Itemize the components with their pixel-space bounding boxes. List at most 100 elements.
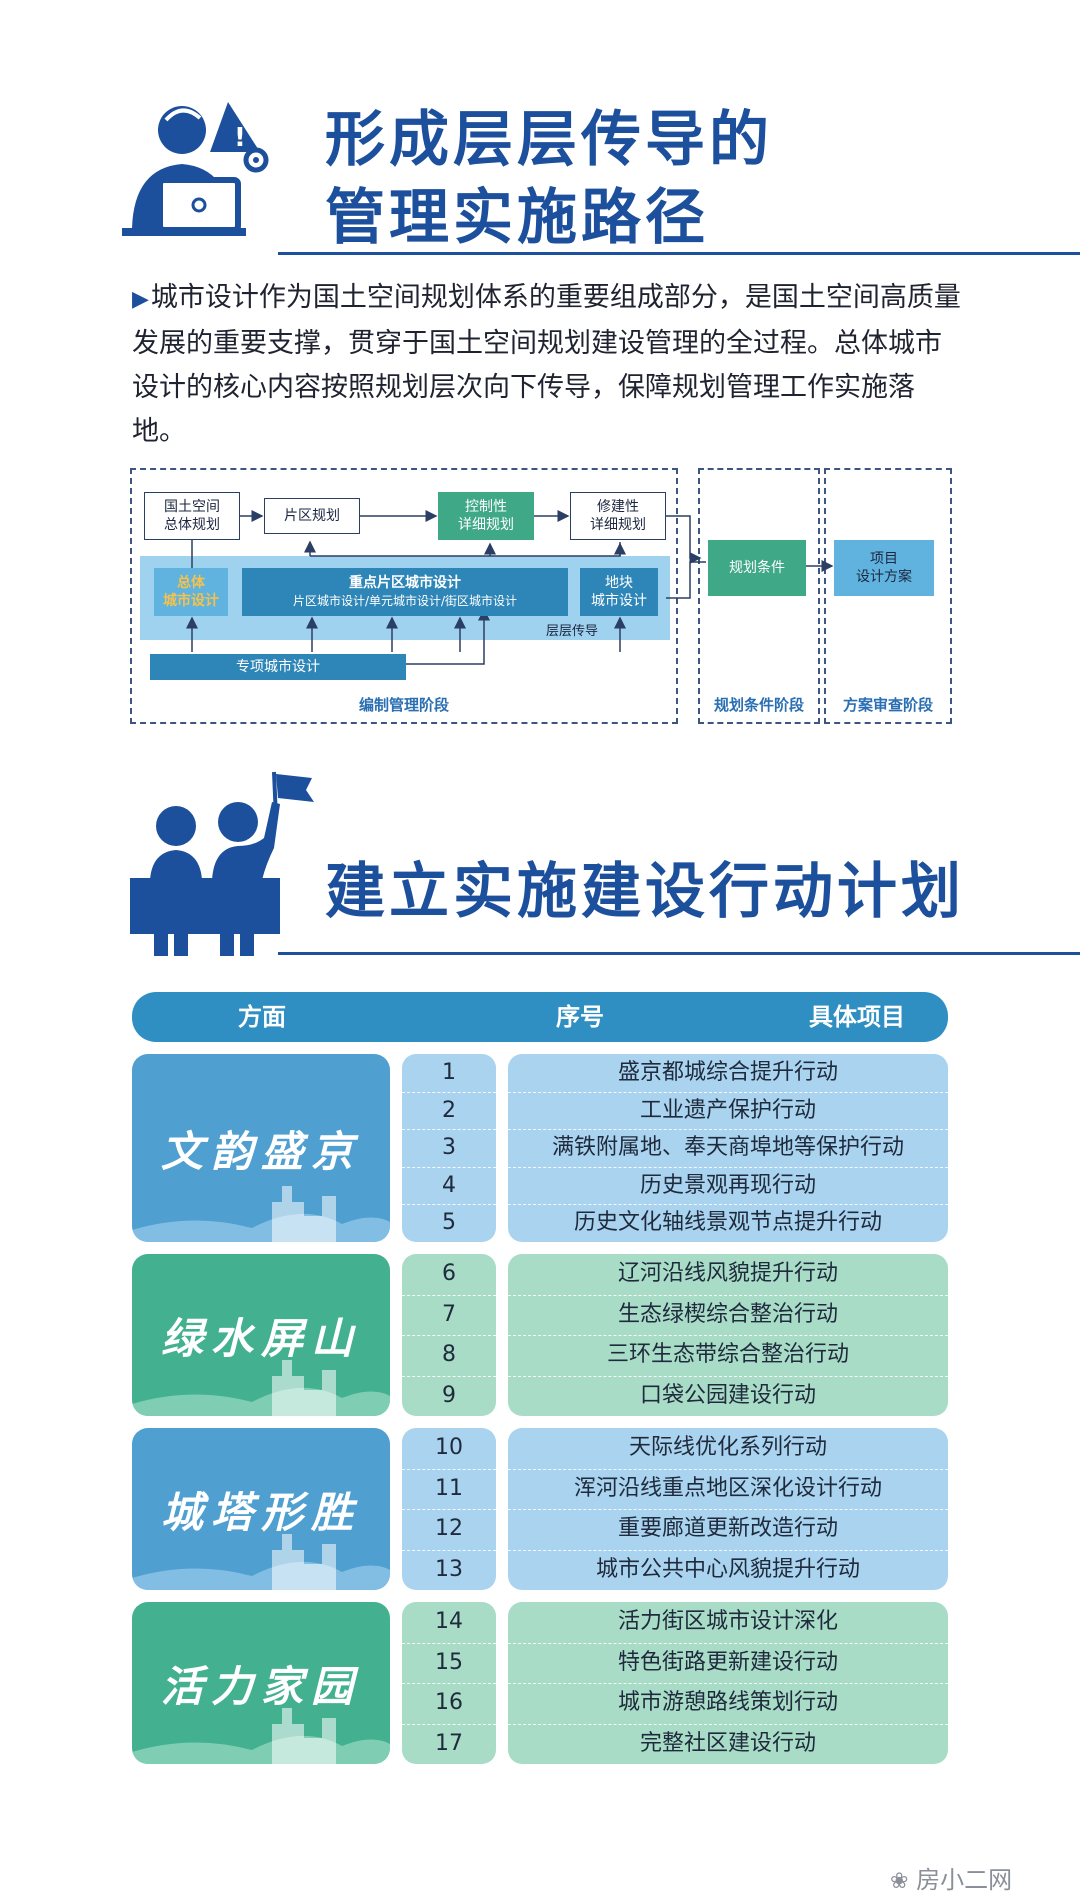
row-separator	[508, 1204, 948, 1206]
stage-compile-frame	[130, 468, 678, 724]
group-card: 文韵盛京	[132, 1054, 390, 1242]
svg-text:!: !	[234, 123, 246, 153]
box-construct-plan: 修建性详细规划	[570, 492, 666, 540]
item-project: 城市公共中心风貌提升行动	[595, 1556, 860, 1582]
group-name: 文韵盛京	[160, 1127, 361, 1176]
item-project: 浑河沿线重点地区深化设计行动	[573, 1475, 882, 1501]
stage-review-label: 方案审查阶段	[842, 696, 933, 714]
item-number: 17	[435, 1730, 463, 1756]
row-separator	[402, 1129, 496, 1131]
item-project: 历史文化轴线景观节点提升行动	[573, 1210, 882, 1236]
skyline-decoration	[132, 1186, 390, 1242]
item-project: 三环生态带综合整治行动	[606, 1342, 849, 1367]
item-number: 1	[442, 1060, 456, 1085]
number-column: 1 2 3 4 5	[402, 1054, 496, 1242]
section1-rule	[278, 252, 1080, 255]
project-column: 天际线优化系列行动浑河沿线重点地区深化设计行动重要廊道更新改造行动城市公共中心风…	[508, 1428, 948, 1590]
item-number: 15	[435, 1649, 463, 1675]
stage-compile-label: 编制管理阶段	[358, 696, 449, 714]
item-project: 口袋公园建设行动	[639, 1382, 816, 1408]
item-project: 活力街区城市设计深化	[617, 1609, 838, 1634]
item-number: 8	[442, 1342, 456, 1367]
group-card: 城塔形胜	[132, 1428, 390, 1590]
item-number: 7	[442, 1301, 456, 1327]
stage-conditions-frame	[698, 468, 820, 724]
item-number: 2	[442, 1097, 456, 1123]
group-card: 活力家园	[132, 1602, 390, 1764]
row-separator	[402, 1549, 496, 1551]
flow-diagram: 国土空间总体规划 片区规划 控制性详细规划 修建性详细规划 总体城市设计 重点片…	[0, 0, 1080, 724]
item-number: 6	[442, 1261, 456, 1286]
worker-laptop-icon: !	[122, 98, 272, 238]
number-column: 14 15 16 17	[402, 1602, 496, 1764]
item-number: 16	[435, 1690, 463, 1715]
item-project: 历史景观再现行动	[639, 1172, 816, 1198]
row-separator	[508, 1129, 948, 1131]
item-project: 特色街路更新建设行动	[617, 1649, 838, 1675]
row-separator	[402, 1335, 496, 1336]
header-number: 序号	[556, 1003, 604, 1031]
row-separator	[402, 1294, 496, 1296]
box-overall-design: 总体城市设计	[154, 568, 228, 616]
row-separator	[508, 1294, 948, 1296]
section2-rule	[278, 952, 1080, 955]
group-name: 绿水屏山	[160, 1314, 361, 1363]
wechat-icon: ❀	[890, 1869, 909, 1894]
box-planning-conditions: 规划条件	[708, 540, 806, 596]
row-separator	[508, 1166, 948, 1168]
row-separator	[508, 1642, 948, 1644]
stage-review-frame	[824, 468, 952, 724]
row-separator	[402, 1204, 496, 1206]
band-label: 层层传导	[546, 624, 599, 639]
item-project: 完整社区建设行动	[639, 1730, 816, 1756]
skyline-decoration	[132, 1360, 390, 1416]
item-number: 11	[435, 1475, 463, 1501]
box-national-plan: 国土空间总体规划	[144, 492, 240, 540]
item-project: 城市游憩路线策划行动	[617, 1690, 838, 1715]
item-number: 14	[435, 1609, 463, 1634]
row-separator	[508, 1335, 948, 1336]
item-number: 13	[435, 1556, 463, 1582]
item-project: 天际线优化系列行动	[628, 1435, 827, 1460]
header-aspect: 方面	[238, 1003, 286, 1031]
section1-paragraph: ▶城市设计作为国土空间规划体系的重要组成部分，是国土空间高质量发展的重要支撑，贯…	[132, 276, 962, 454]
item-number: 12	[435, 1516, 463, 1541]
row-separator	[402, 1723, 496, 1725]
section1-title-line1: 形成层层传导的	[325, 105, 773, 175]
group-name: 城塔形胜	[160, 1488, 361, 1537]
bullet-triangle-icon: ▶	[132, 287, 149, 312]
item-number: 9	[442, 1382, 456, 1408]
table-header: 方面 序号 具体项目	[132, 992, 948, 1042]
row-separator	[508, 1509, 948, 1510]
row-separator	[402, 1642, 496, 1644]
skyline-decoration	[132, 1708, 390, 1764]
item-project: 盛京都城综合提升行动	[617, 1060, 838, 1085]
number-column: 10 11 12 13	[402, 1428, 496, 1590]
number-column: 6 7 8 9	[402, 1254, 496, 1416]
box-key-district-design: 重点片区城市设计片区城市设计/单元城市设计/街区城市设计	[242, 568, 568, 616]
row-separator	[508, 1468, 948, 1470]
row-separator	[402, 1509, 496, 1510]
item-number: 5	[442, 1210, 456, 1236]
item-project: 生态绿楔综合整治行动	[617, 1301, 838, 1327]
item-number: 3	[442, 1135, 456, 1161]
row-separator	[508, 1683, 948, 1684]
item-number: 4	[442, 1172, 456, 1198]
box-district-plan: 片区规划	[264, 498, 360, 534]
box-plot-design: 地块城市设计	[580, 568, 658, 616]
box-project-design: 项目设计方案	[834, 540, 934, 596]
flow-connectors	[186, 510, 834, 665]
row-separator	[508, 1375, 948, 1377]
row-separator	[402, 1468, 496, 1470]
section1-paragraph-text: 城市设计作为国土空间规划体系的重要组成部分，是国土空间高质量发展的重要支撑，贯穿…	[132, 282, 961, 447]
people-flag-icon	[130, 768, 320, 958]
item-number: 10	[435, 1435, 463, 1460]
row-separator	[402, 1091, 496, 1093]
watermark: ❀ 房小二网	[890, 1860, 1012, 1895]
section2-title: 建立实施建设行动计划	[325, 857, 965, 927]
skyline-decoration	[132, 1534, 390, 1590]
row-separator	[508, 1723, 948, 1725]
section1-title-line2: 管理实施路径	[325, 183, 709, 253]
item-project: 工业遗产保护行动	[639, 1097, 816, 1123]
row-separator	[402, 1375, 496, 1377]
